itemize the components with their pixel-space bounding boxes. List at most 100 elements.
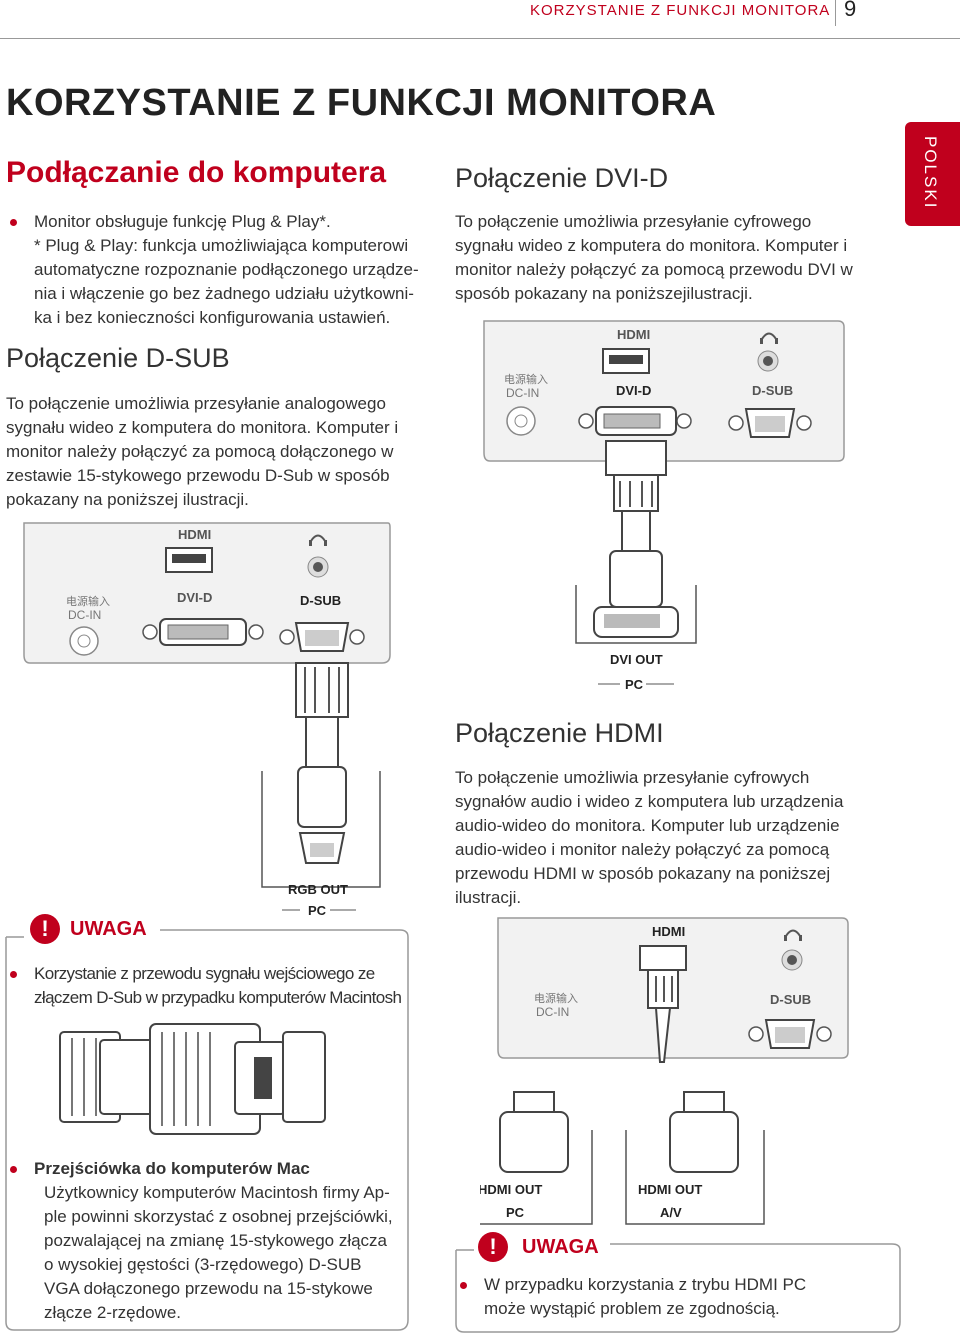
hdmi-port <box>639 945 687 971</box>
text-line: złączem D-Sub w przypadku komputerów Mac… <box>34 988 402 1007</box>
note-left-title: UWAGA <box>70 918 147 940</box>
note-box-right-frame <box>455 1243 901 1333</box>
hdmi-out-av-label: HDMI OUT <box>638 1182 702 1197</box>
header-rule <box>0 38 960 39</box>
text-line: audio-wideo i monitor należy połączyć za… <box>455 840 830 859</box>
dsub-port-label: D-SUB <box>300 593 341 608</box>
hdmi-port-pins <box>172 554 206 563</box>
hdmi-port-label: HDMI <box>178 527 211 542</box>
dvi-cable-pc-plug <box>609 550 663 608</box>
dsub-port-label: D-SUB <box>752 383 793 398</box>
note-left-header: ! <box>30 914 60 944</box>
note-left-adapter: Przejściówka do komputerów Mac Użytkowni… <box>6 1157 406 1325</box>
dvi-heading: Połączenie DVI-D <box>455 163 669 193</box>
running-header: KORZYSTANIE Z FUNKCJI MONITORA 9 <box>530 0 960 28</box>
dc-in-cn-label: 电源输入 <box>504 372 548 386</box>
warning-icon: ! <box>478 1232 508 1262</box>
dc-in-label: DC-IN <box>506 386 539 400</box>
dc-in-label: DC-IN <box>536 1005 569 1019</box>
hdmi-out-pc-label: HDMI OUT <box>480 1182 542 1197</box>
page-title: KORZYSTANIE Z FUNKCJI MONITORA <box>6 82 717 124</box>
adapter-title: Przejściówka do komputerów Mac <box>6 1157 406 1181</box>
dsub-connection-illustration: HDMI 电源输入 DC-IN DVI-D D-SUB RGB OUT PC <box>23 522 391 918</box>
text-line: To połączenie umożliwia przesyłanie cyfr… <box>455 768 810 787</box>
text-line: sygnałów audio i wideo z komputera lub u… <box>455 792 844 811</box>
language-tab: POLSKI <box>905 122 960 226</box>
text-line: To połączenie umożliwia przesyłanie cyfr… <box>455 212 812 231</box>
text-line: nia i włączenie go bez żadnego udziału u… <box>34 284 414 303</box>
text-line: złącze 2-rzędowe. <box>44 1303 182 1322</box>
text-line: automatyczne rozpoznanie podłączonego ur… <box>34 260 419 279</box>
rgb-out-label: RGB OUT <box>288 882 348 897</box>
header-divider <box>835 0 836 26</box>
hdmi-port-label: HDMI <box>617 327 650 342</box>
av-panel-outline <box>625 1130 765 1225</box>
text-line: * Plug & Play: funkcja umożliwiająca kom… <box>34 236 409 255</box>
headphone-icon <box>784 929 802 941</box>
dvi-connection-illustration: HDMI 电源输入 DC-IN DVI-D D-SUB DVI OUT PC <box>483 320 845 692</box>
dc-in-label: DC-IN <box>68 608 101 622</box>
plug-play-bullet: Monitor obsługuje funkcję Plug & Play*. <box>6 210 446 234</box>
hdmi-port-label: HDMI <box>652 924 685 939</box>
dvi-text: To połączenie umożliwia przesyłanie cyfr… <box>455 210 895 306</box>
dvi-out-label: DVI OUT <box>610 652 663 667</box>
note-box-left-frame <box>5 929 409 1331</box>
dc-in-cn-label: 电源输入 <box>66 594 110 608</box>
text-line: ilustracji. <box>455 888 522 907</box>
note-left-bullet: Korzystanie z przewodu sygnału wejściowe… <box>6 962 406 1010</box>
dsub-cable <box>305 716 339 768</box>
av-label: A/V <box>660 1205 682 1220</box>
text-line: sposób pokazany na poniższejilustracji. <box>455 284 753 303</box>
dvi-cable-plug <box>605 440 667 476</box>
pc-label: PC <box>506 1205 525 1220</box>
text-line: pozwalającej na zmianę 15-stykowego złąc… <box>44 1231 388 1250</box>
text-line: przewodu HDMI w sposób pokazany na poniż… <box>455 864 831 883</box>
text-line: ka i bez konieczności konfigurowania ust… <box>34 308 391 327</box>
text-line: monitor należy połączyć za pomocą przewo… <box>455 260 853 279</box>
text-line: VGA dołączonego przewodu na 15-stykowe <box>44 1279 373 1298</box>
hdmi-text: To połączenie umożliwia przesyłanie cyfr… <box>455 766 895 910</box>
dvi-cable-grip <box>619 481 653 507</box>
text-line: pokazany na poniższej ilustracji. <box>6 490 249 509</box>
text-line: zestawie 15-stykowego przewodu D-Sub w s… <box>6 466 390 485</box>
dsub-text: To połączenie umożliwia przesyłanie anal… <box>6 392 436 512</box>
headphone-icon <box>309 534 327 546</box>
headphone-icon <box>760 332 778 344</box>
warning-icon: ! <box>30 914 60 944</box>
text-line: W przypadku korzystania z trybu HDMI PC <box>456 1273 896 1297</box>
pc-panel-outline <box>575 585 697 644</box>
dvi-cable <box>621 510 651 552</box>
running-title: KORZYSTANIE Z FUNKCJI MONITORA <box>530 2 831 19</box>
pc-panel-outline <box>261 771 381 888</box>
text-line: Korzystanie z przewodu sygnału wejściowe… <box>6 962 406 986</box>
text-line: monitor należy połączyć za pomocą dołącz… <box>6 442 394 461</box>
mac-adapter-illustration <box>59 1023 326 1135</box>
pc-label: PC <box>625 677 644 692</box>
page-number: 9 <box>844 0 857 21</box>
dc-in-cn-label: 电源输入 <box>534 991 578 1005</box>
pc-section-text: Monitor obsługuje funkcję Plug & Play*. … <box>6 210 446 330</box>
dsub-cable-grip <box>304 667 340 713</box>
dsub-cable-plug <box>295 662 349 718</box>
hdmi-cable-av-plug <box>669 1111 739 1173</box>
dvi-port-label: DVI-D <box>177 590 212 605</box>
language-tab-label: POLSKI <box>921 136 940 210</box>
text-line: Użytkownicy komputerów Macintosh firmy A… <box>44 1183 390 1202</box>
hdmi-cable-pc-plug <box>499 1111 569 1173</box>
hdmi-heading: Połączenie HDMI <box>455 718 664 748</box>
dsub-port-label: D-SUB <box>770 992 811 1007</box>
hdmi-cable <box>654 1007 672 1063</box>
note-right-bullet: W przypadku korzystania z trybu HDMI PC … <box>456 1273 896 1321</box>
note-right-title: UWAGA <box>522 1236 599 1258</box>
pc-panel-outline <box>480 1130 593 1225</box>
text-line: może wystąpić problem ze zgodnością. <box>484 1299 780 1318</box>
text-line: sygnału wideo z komputera do monitora. K… <box>6 418 399 437</box>
hdmi-connection-illustration: HDMI 电源输入 DC-IN D-SUB HDMI OUT PC HDMI O… <box>480 917 849 1225</box>
text-line: sygnału wideo z komputera do monitora. K… <box>455 236 848 255</box>
text-line: audio-wideo do monitora. Komputer lub ur… <box>455 816 840 835</box>
note-right-header: ! <box>478 1232 508 1262</box>
dsub-heading: Połączenie D-SUB <box>6 343 230 373</box>
pc-label: PC <box>308 903 327 918</box>
dsub-cable-pc-plug <box>297 766 347 828</box>
text-line: ple powinni skorzystać z osobnej przejśc… <box>44 1207 393 1226</box>
